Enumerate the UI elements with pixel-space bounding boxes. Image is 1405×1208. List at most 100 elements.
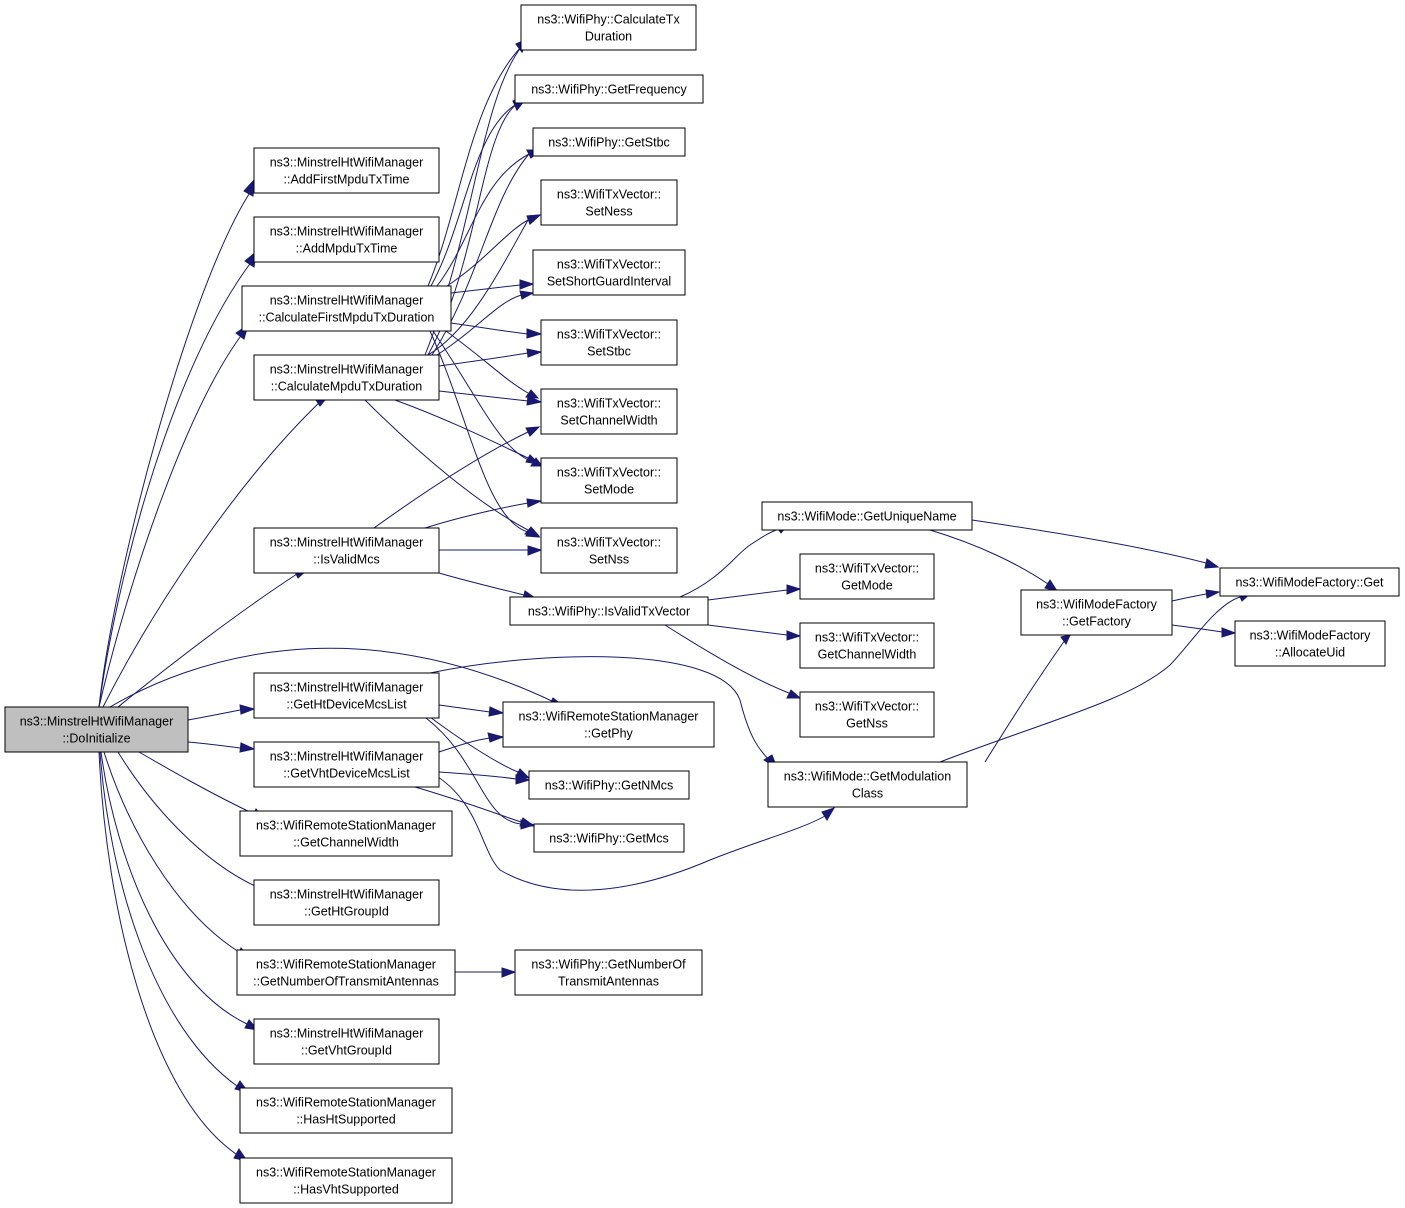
edge-ivtv-to-gchw (707, 624, 802, 641)
node-gmcs[interactable]: ns3::WifiPhy::GetMcs (533, 823, 685, 853)
arrowhead-icon (526, 214, 542, 225)
edge-line (98, 751, 237, 1155)
node-box (767, 761, 968, 808)
node-label-line: ns3::WifiPhy::GetNMcs (545, 779, 674, 793)
node-gvgi[interactable]: ns3::MinstrelHtWifiManager::GetVhtGroupI… (253, 1018, 440, 1065)
edge-line (436, 153, 530, 287)
edge-line (98, 332, 244, 708)
node-label-line: ::HasVhtSupported (293, 1183, 399, 1197)
node-ghdml[interactable]: ns3::MinstrelHtWifiManager::GetHtDeviceM… (253, 672, 440, 719)
node-box (799, 553, 935, 600)
node-label-line: Class (852, 787, 883, 801)
node-root: ns3::MinstrelHtWifiManager::DoInitialize (4, 706, 189, 753)
node-label-line: ::GetChannelWidth (293, 836, 399, 850)
node-ivtv[interactable]: ns3::WifiPhy::IsValidTxVector (509, 596, 709, 626)
node-gnmcs[interactable]: ns3::WifiPhy::GetNMcs (528, 770, 690, 800)
node-label-line: ns3::WifiTxVector:: (557, 397, 661, 411)
node-box (799, 622, 935, 669)
edge-line (429, 771, 826, 891)
edge-root-to-amtt (98, 250, 257, 708)
node-gun[interactable]: ns3::WifiMode::GetUniqueName (761, 501, 973, 531)
edge-line (98, 260, 253, 708)
node-label-line: ::GetHtDeviceMcsList (286, 698, 407, 712)
edge-ivm-to-snss (439, 545, 543, 556)
arrowhead-icon (525, 454, 541, 465)
node-gchw[interactable]: ns3::WifiTxVector::GetChannelWidth (799, 622, 935, 669)
node-smode[interactable]: ns3::WifiTxVector::SetMode (540, 457, 678, 504)
node-label-line: ns3::WifiRemoteStationManager (256, 1096, 436, 1110)
node-label-line: ns3::MinstrelHtWifiManager (270, 363, 424, 377)
edge-cfmtd-to-sstbc (450, 322, 543, 339)
call-nodes: ns3::MinstrelHtWifiManager::DoInitialize… (4, 4, 1400, 1204)
edge-ivm-to-ivtv (438, 572, 537, 600)
node-box (253, 216, 440, 263)
node-gcw[interactable]: ns3::WifiRemoteStationManager::GetChanne… (239, 810, 453, 857)
node-label-line: ::AddFirstMpduTxTime (284, 173, 410, 187)
edge-cmtd-to-scw (438, 390, 543, 406)
edge-line (100, 751, 248, 1025)
node-gvdml[interactable]: ns3::MinstrelHtWifiManager::GetVhtDevice… (253, 741, 440, 788)
node-box (761, 501, 973, 531)
node-box (1219, 567, 1400, 597)
node-ssgi[interactable]: ns3::WifiTxVector::SetShortGuardInterval (532, 249, 686, 296)
arrowhead-icon (243, 178, 255, 197)
node-label-line: ns3::MinstrelHtWifiManager (270, 225, 424, 239)
node-label-line: SetChannelWidth (560, 414, 657, 428)
node-label-line: SetNess (585, 205, 632, 219)
node-gfact[interactable]: ns3::WifiModeFactory::GetFactory (1020, 589, 1173, 636)
node-hhs[interactable]: ns3::WifiRemoteStationManager::HasHtSupp… (239, 1087, 453, 1134)
edge-line (187, 741, 241, 749)
arrowhead-icon (526, 328, 543, 339)
node-ghgi[interactable]: ns3::MinstrelHtWifiManager::GetHtGroupId (253, 879, 440, 926)
edge-line (109, 647, 555, 708)
node-box (540, 388, 678, 435)
arrowhead-icon (1221, 627, 1237, 638)
node-gphy[interactable]: ns3::WifiRemoteStationManager::GetPhy (502, 701, 715, 748)
node-cfmtd[interactable]: ns3::MinstrelHtWifiManager::CalculateFir… (241, 285, 452, 332)
node-hvs[interactable]: ns3::WifiRemoteStationManager::HasVhtSup… (239, 1157, 453, 1204)
node-gfreq[interactable]: ns3::WifiPhy::GetFrequency (514, 74, 704, 104)
node-gstbc[interactable]: ns3::WifiPhy::GetStbc (532, 127, 686, 157)
node-box (533, 823, 685, 853)
node-afmtt[interactable]: ns3::MinstrelHtWifiManager::AddFirstMpdu… (253, 147, 440, 194)
arrowhead-icon (1044, 579, 1059, 592)
node-box (502, 701, 715, 748)
node-label-line: ::GetVhtDeviceMcsList (283, 767, 410, 781)
edge-line (427, 219, 529, 356)
edge-line (424, 502, 529, 529)
node-snss[interactable]: ns3::WifiTxVector::SetNss (540, 527, 678, 574)
node-sness[interactable]: ns3::WifiTxVector::SetNess (540, 179, 678, 226)
node-label-line: ::DoInitialize (62, 732, 130, 746)
edge-ivm-to-scw (373, 426, 541, 529)
node-gnta[interactable]: ns3::WifiRemoteStationManager::GetNumber… (236, 949, 456, 996)
edge-line (438, 771, 517, 780)
edge-line (394, 399, 529, 459)
node-label-line: SetNss (589, 553, 629, 567)
node-aluid[interactable]: ns3::WifiModeFactory::AllocateUid (1234, 620, 1386, 667)
edge-line (425, 713, 519, 773)
node-gpnta[interactable]: ns3::WifiPhy::GetNumberOfTransmitAntenna… (514, 949, 703, 996)
edge-line (984, 639, 1066, 763)
edge-cmtd-to-sness (427, 214, 542, 356)
node-gmode[interactable]: ns3::WifiTxVector::GetMode (799, 553, 935, 600)
node-gnss[interactable]: ns3::WifiTxVector::GetNss (799, 691, 935, 738)
node-box (239, 1087, 453, 1134)
node-label-line: ns3::MinstrelHtWifiManager (20, 715, 174, 729)
arrowhead-icon (1205, 589, 1221, 599)
node-label-line: ns3::MinstrelHtWifiManager (270, 750, 424, 764)
node-sstbc[interactable]: ns3::WifiTxVector::SetStbc (540, 319, 678, 366)
node-label-line: ::GetHtGroupId (304, 905, 389, 919)
node-scw[interactable]: ns3::WifiTxVector::SetChannelWidth (540, 388, 678, 435)
node-ivm[interactable]: ns3::MinstrelHtWifiManager::IsValidMcs (253, 527, 440, 574)
node-label-line: ns3::WifiPhy::CalculateTx (537, 13, 680, 27)
node-label-line: ns3::WifiPhy::GetMcs (549, 832, 668, 846)
edge-line (939, 596, 1241, 763)
node-label-line: ::GetVhtGroupId (301, 1044, 392, 1058)
node-amtt[interactable]: ns3::MinstrelHtWifiManager::AddMpduTxTim… (253, 216, 440, 263)
node-cmtd[interactable]: ns3::MinstrelHtWifiManager::CalculateMpd… (253, 354, 440, 401)
edge-root-to-cfmtd (98, 323, 249, 708)
edge-ivtv-to-gun (679, 525, 789, 598)
node-mfget[interactable]: ns3::WifiModeFactory::Get (1219, 567, 1400, 597)
